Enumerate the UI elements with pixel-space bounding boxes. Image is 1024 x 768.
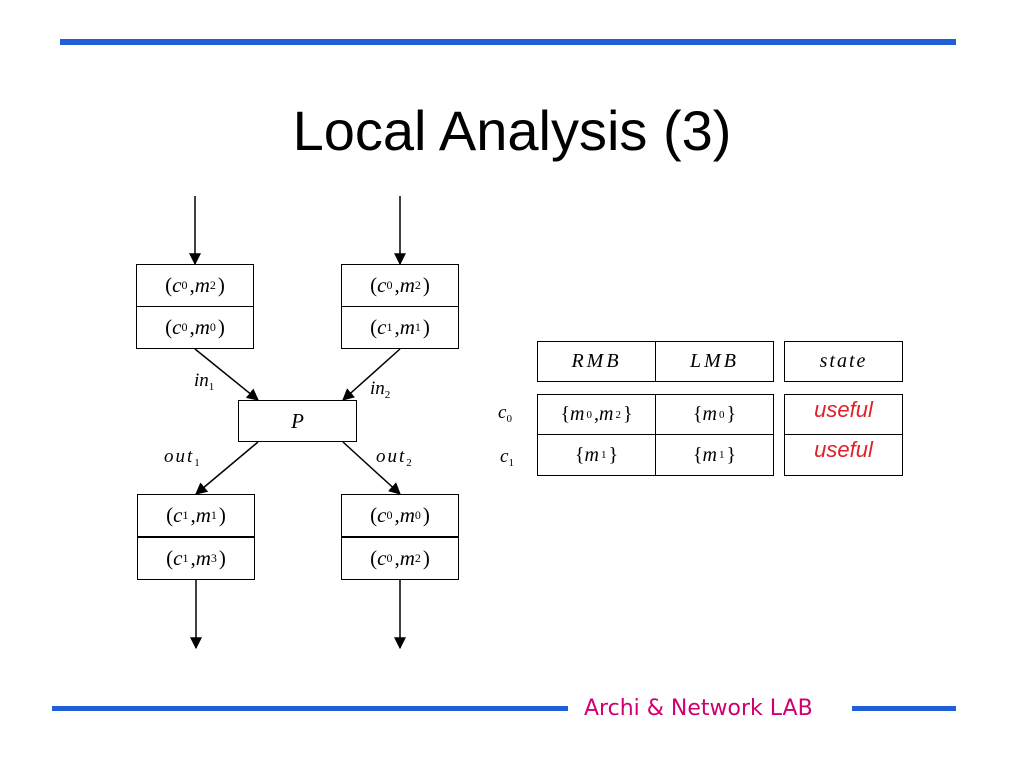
table-header-lmb: LMB: [655, 341, 774, 382]
arrow-in2: [342, 348, 401, 401]
arrow-in1: [194, 348, 259, 401]
table-header-state: state: [784, 341, 903, 382]
slide-title: Local Analysis (3): [292, 99, 732, 162]
arrow-out1: [195, 441, 259, 495]
label-in1: in1: [194, 370, 215, 393]
process-box: P: [238, 400, 357, 442]
label-out2: out2: [376, 446, 414, 469]
table-cell-state-c1: useful: [784, 434, 903, 476]
label-out1: out1: [164, 446, 202, 469]
bottom-accent-bar-left: [52, 706, 568, 711]
row-label-c1: c1: [500, 446, 514, 469]
table-header-rmb: RMB: [537, 341, 656, 382]
table-cell-state-c0: useful: [784, 394, 903, 435]
footer-lab-name: Archi & Network LAB: [584, 696, 813, 721]
arrow-out2: [342, 441, 401, 495]
top-accent-bar: [60, 39, 956, 45]
row-label-c0: c0: [498, 402, 512, 425]
label-in2: in2: [370, 378, 391, 401]
bottom-accent-bar-right: [852, 706, 956, 711]
